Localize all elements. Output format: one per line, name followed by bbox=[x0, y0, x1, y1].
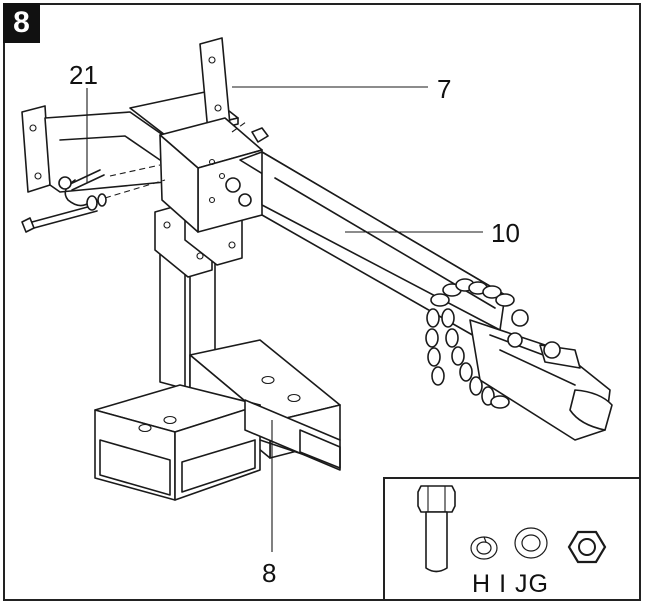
pin-part-21 bbox=[58, 169, 105, 207]
coupler-with-chains bbox=[425, 278, 613, 441]
alignment-line bbox=[104, 179, 166, 199]
hardware-letter-j: J bbox=[515, 570, 529, 598]
stand-part-8 bbox=[94, 193, 341, 501]
callout-label-8: 8 bbox=[262, 558, 277, 588]
alignment-line bbox=[231, 121, 247, 133]
hardware-letter-h: H bbox=[472, 570, 492, 598]
hardware-letter-g: G bbox=[528, 570, 549, 598]
hex-nut-icon bbox=[567, 530, 607, 564]
alignment-line bbox=[109, 164, 161, 177]
flat-washer-icon bbox=[514, 527, 548, 559]
long-bolt bbox=[21, 193, 107, 233]
diagram-frame bbox=[3, 3, 641, 601]
hardware-letter-i: I bbox=[499, 570, 508, 598]
callout-label-10: 10 bbox=[491, 218, 520, 248]
step-number-badge: 8 bbox=[3, 3, 40, 43]
callout-label-21: 21 bbox=[69, 60, 98, 90]
bolt-icon bbox=[417, 485, 456, 573]
callout-label-7: 7 bbox=[437, 74, 452, 104]
lock-washer-icon bbox=[470, 536, 498, 560]
